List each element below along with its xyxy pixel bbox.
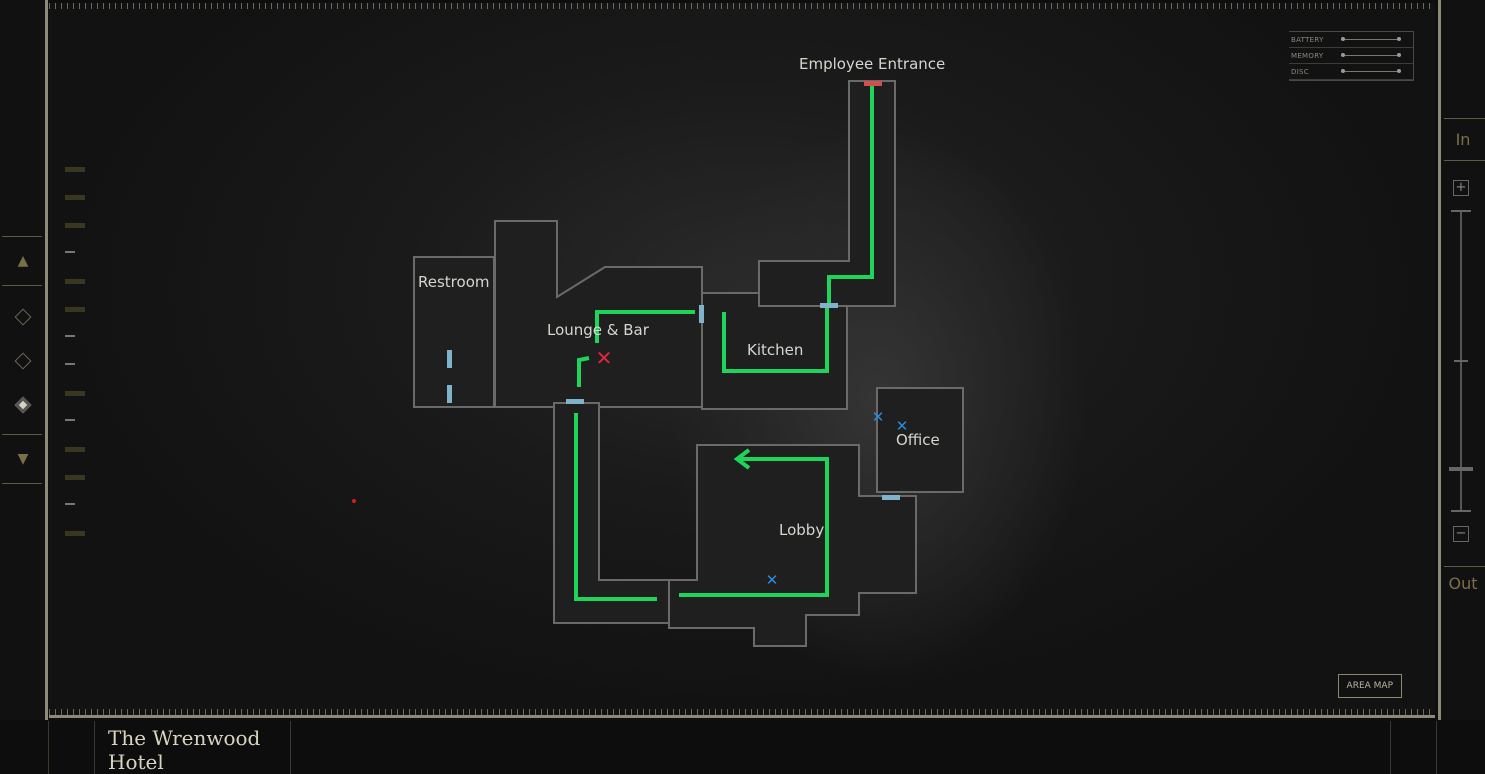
floor-2-button[interactable]: [8, 346, 38, 376]
zoom-minus-icon[interactable]: −: [1453, 526, 1469, 542]
disc-row: DISC: [1289, 64, 1413, 80]
scale-marks: [65, 167, 85, 559]
ruler-bottom: [49, 709, 1435, 715]
zoom-tick: [1451, 210, 1471, 212]
label-office: Office: [896, 431, 940, 449]
west-hall: [553, 402, 670, 624]
area-map-button[interactable]: AREA MAP: [1337, 674, 1402, 698]
rooms: [413, 80, 964, 647]
route-segment: [827, 83, 874, 307]
zoom-in-button[interactable]: In: [1455, 130, 1471, 149]
zoom-tick: [1454, 360, 1468, 362]
corridor: [758, 80, 896, 307]
door: [699, 305, 704, 323]
label-kitchen: Kitchen: [747, 341, 804, 359]
route-segment: [595, 310, 695, 343]
floor-3-button[interactable]: [8, 302, 38, 332]
footer: The Wrenwood Hotel: [0, 721, 1485, 774]
zoom-out-button[interactable]: Out: [1448, 574, 1478, 593]
label-lobby: Lobby: [779, 521, 825, 539]
battery-row: BATTERY: [1289, 32, 1413, 48]
route-segment: [574, 413, 657, 601]
doors: [447, 303, 900, 500]
disc-bar: [1341, 69, 1401, 73]
route-segment: [679, 457, 829, 597]
location-title: The Wrenwood Hotel: [108, 726, 261, 774]
office-room: [876, 387, 964, 493]
memory-row: MEMORY: [1289, 48, 1413, 64]
map-view[interactable]: BATTERY MEMORY DISC ✕ ✕ ✕ ✕ Employee Ent…: [49, 3, 1435, 718]
item-marker-blue-icon: ✕: [766, 571, 779, 589]
battery-bar: [1341, 37, 1401, 41]
objective-marker-red-icon: ✕: [596, 346, 613, 370]
floor-1-button-active[interactable]: [8, 390, 38, 420]
memory-bar: [1341, 53, 1401, 57]
door: [882, 495, 900, 500]
battery-label: BATTERY: [1291, 35, 1324, 44]
floor-down-arrow-icon[interactable]: ▼: [17, 451, 29, 467]
ruler-top: [49, 3, 1435, 9]
door: [566, 399, 584, 404]
status-panel: BATTERY MEMORY DISC: [1289, 31, 1414, 81]
route-arrowhead: [733, 448, 751, 470]
zoom-control: In + − Out: [1438, 0, 1485, 720]
player-dot: [352, 499, 356, 503]
item-marker-blue-icon: ✕: [896, 417, 909, 435]
route-segment: [722, 307, 829, 373]
zoom-slider-thumb[interactable]: [1449, 467, 1473, 471]
label-lounge: Lounge & Bar: [547, 321, 649, 339]
item-marker-blue-icon: ✕: [872, 408, 885, 426]
door: [447, 350, 452, 368]
memory-label: MEMORY: [1291, 51, 1324, 60]
zoom-plus-icon[interactable]: +: [1453, 180, 1469, 196]
floor-selector: ▲ ▼: [0, 0, 48, 720]
route-path: [574, 83, 874, 601]
disc-label: DISC: [1291, 67, 1309, 76]
door: [447, 385, 452, 403]
exit-door: [864, 81, 882, 86]
floor-up-arrow-icon[interactable]: ▲: [17, 253, 29, 269]
label-restroom: Restroom: [418, 273, 490, 291]
route-segment: [577, 356, 590, 387]
door: [820, 303, 838, 308]
label-employee-entrance: Employee Entrance: [799, 55, 946, 73]
floor-plan: ✕ ✕ ✕ ✕: [352, 80, 964, 647]
zoom-tick: [1451, 510, 1471, 512]
